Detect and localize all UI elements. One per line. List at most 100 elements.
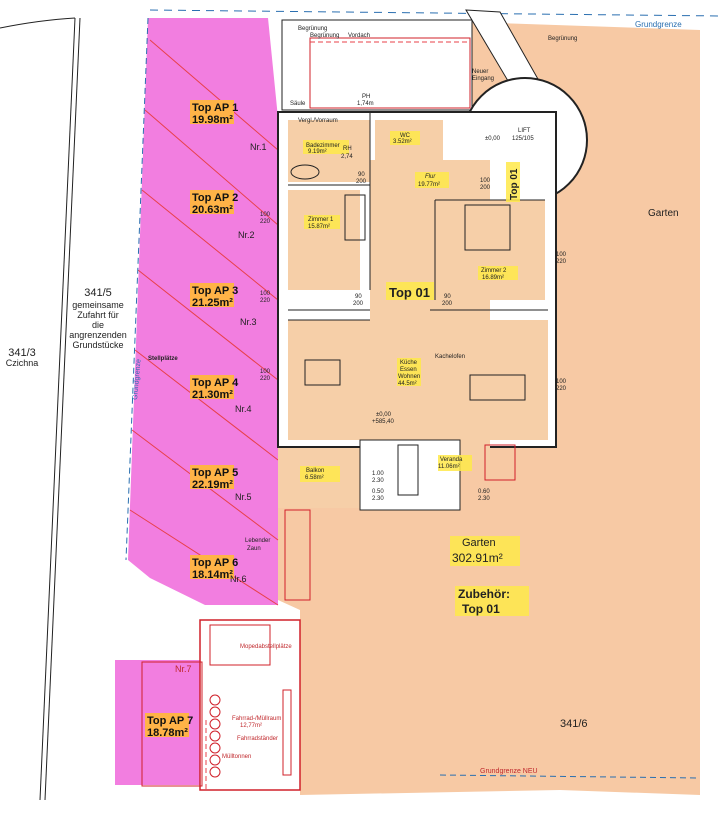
plan-label: 220 [260, 219, 271, 225]
plan-label: 100 [480, 178, 491, 184]
garden-labels: Garten 302.91m² Garten Zubehör: Top 01 [452, 208, 679, 616]
plan-label: Zufahrt für [77, 310, 119, 320]
plan-label: 12,77m² [240, 723, 262, 729]
plan-label: Mülltonnen [222, 754, 251, 760]
plan-label: 125/105 [512, 136, 534, 142]
plan-label: Begrünung [298, 26, 327, 32]
hedge-label-2: Zaun [247, 546, 261, 552]
unit-label: Top 01 [389, 285, 430, 300]
plan-label: 0.60 [478, 489, 490, 495]
plan-label: 100 [556, 252, 567, 258]
plan-label: 220 [260, 376, 271, 382]
plan-label: 220 [556, 259, 567, 265]
plan-label: 9.19m² [308, 149, 327, 155]
plan-label: Garten [648, 208, 679, 219]
plan-label: 90 [444, 294, 451, 300]
plan-label: Neuer [472, 69, 488, 75]
plan-label: Top AP 1 [192, 102, 238, 114]
boundary-label-left: Grundgrenze [132, 359, 143, 400]
plan-label: Kachelofen [435, 354, 465, 360]
plan-label: PH [362, 94, 370, 100]
plan-label: Vergl./Vorraum [298, 118, 338, 124]
plan-label: Nr.6 [230, 574, 247, 584]
parking-label: Stellplätze [148, 356, 178, 362]
plan-label: 19.77m² [418, 182, 440, 188]
plan-label: Eingang [472, 76, 494, 82]
plan-label: angrenzenden [69, 330, 127, 340]
plan-label: 18.78m² [147, 727, 188, 739]
plan-label: Badezimmer [306, 143, 340, 149]
plan-label: Nr.1 [250, 142, 267, 152]
plan-label: 20.63m² [192, 204, 233, 216]
parcel-341-5: 341/5 gemeinsame Zufahrt für die angrenz… [69, 287, 127, 350]
parcel-341-3: 341/3 [8, 347, 36, 359]
plan-label: 15.87m² [308, 224, 330, 230]
parking-dividers [129, 39, 279, 606]
plan-label: Top AP 4 [192, 377, 239, 389]
plan-label: Zimmer 2 [481, 268, 507, 274]
plan-label: 44.5m² [398, 381, 417, 387]
plan-label: LIFT [518, 128, 531, 134]
plan-label: Nr.5 [235, 492, 252, 502]
plan-label: Säule [290, 101, 306, 107]
plan-label: RH [343, 146, 352, 152]
plan-label: 100 [260, 291, 271, 297]
plan-label: Begrünung [310, 33, 339, 39]
plan-label: Top AP 3 [192, 285, 238, 297]
plan-label: 11.06m² [438, 464, 460, 470]
plan-label: Nr.2 [238, 230, 255, 240]
plan-label: ±0,00 [376, 412, 392, 418]
plan-label: Grundstücke [72, 340, 123, 350]
plan-label: 302.91m² [452, 551, 503, 565]
plan-label: Essen [400, 367, 417, 373]
plan-label: 1,74m [357, 101, 374, 107]
unit-label-vertical: Top 01 [509, 168, 520, 200]
plan-label: Top AP 5 [192, 467, 238, 479]
plan-label: 3.52m² [393, 139, 412, 145]
parcel-341-6: 341/6 [560, 718, 588, 730]
plan-label: Fahrradständer [237, 736, 278, 742]
plan-label: 2.30 [372, 478, 384, 484]
plan-label: Top AP 2 [192, 192, 238, 204]
plan-label: Veranda [440, 457, 463, 463]
plan-label: 200 [480, 185, 491, 191]
boundary-label-top: Grundgrenze [635, 20, 682, 29]
plan-label: 21.25m² [192, 297, 233, 309]
plan-label: 22.19m² [192, 479, 233, 491]
plan-label: Garten [462, 537, 496, 549]
plan-label: Flur [425, 174, 436, 180]
plan-label: 2.30 [478, 496, 490, 502]
plan-label: Fahrrad-/Müllraum [232, 716, 281, 722]
plan-label: Mopedabstellplätze [240, 644, 292, 650]
parking-area [128, 18, 278, 605]
plan-label: WC [400, 133, 411, 139]
plan-label: 90 [355, 294, 362, 300]
hedge-label: Lebender [245, 538, 270, 544]
plan-label: Nr.7 [175, 664, 192, 674]
plan-label: gemeinsame [72, 300, 124, 310]
plan-label: 16.89m² [482, 275, 504, 281]
plan-label: Zimmer 1 [308, 217, 334, 223]
plan-label: 220 [260, 298, 271, 304]
plan-label: 200 [356, 179, 367, 185]
plan-label: 200 [442, 301, 453, 307]
plan-label: 2.30 [372, 496, 384, 502]
plan-label: 18.14m² [192, 569, 233, 581]
plan-label: 21.30m² [192, 389, 233, 401]
plan-label: Vordach [348, 33, 370, 39]
upper-labels: Begrünung Begrünung Vordach Begrünung Sä… [290, 26, 577, 142]
plan-label: 0.50 [372, 489, 384, 495]
plan-label: Balkon [306, 468, 324, 474]
plan-label: 100 [260, 369, 271, 375]
plan-label: Nr.4 [235, 404, 252, 414]
plan-label: Top AP 7 [147, 715, 193, 727]
plan-label: +585,40 [372, 419, 395, 425]
plan-label: Küche [400, 360, 418, 366]
plan-label: 6.58m² [305, 475, 324, 481]
plan-label: die [92, 320, 104, 330]
parcel-number: 341/5 [84, 287, 112, 299]
